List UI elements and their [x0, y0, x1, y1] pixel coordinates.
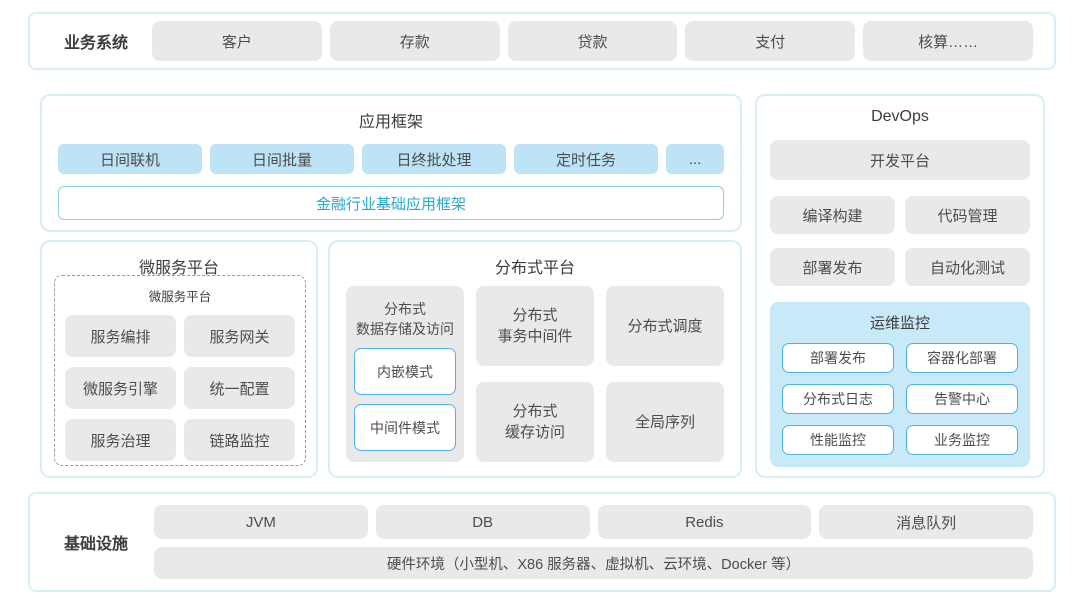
chip-redis: Redis — [597, 505, 812, 539]
chip-more: ... — [666, 144, 724, 174]
chip-service-governance: 服务治理 — [65, 419, 176, 461]
chip-distributed-log: 分布式日志 — [782, 384, 894, 414]
distributed-right-column: 分布式调度 全局序列 — [606, 286, 724, 462]
hardware-env-bar: 硬件环境（小型机、X86 服务器、虚拟机、云环境、Docker 等） — [154, 547, 1033, 579]
cell-distributed-cache: 分布式 缓存访问 — [476, 382, 594, 462]
chip-eod-batch: 日终批处理 — [362, 144, 506, 174]
runtime-modes-row: 日间联机 日间批量 日终批处理 定时任务 ... — [58, 144, 724, 174]
chip-service-orchestration: 服务编排 — [65, 315, 176, 357]
chip-deploy: 部署发布 — [770, 248, 895, 286]
business-systems-label: 业务系统 — [63, 35, 128, 52]
chip-alert-center: 告警中心 — [906, 384, 1018, 414]
app-framework-panel: 应用框架 日间联机 日间批量 日终批处理 定时任务 ... 金融行业基础应用框架 — [40, 94, 742, 232]
chip-service-gateway: 服务网关 — [184, 315, 295, 357]
microservice-grid: 服务编排 服务网关 微服务引擎 统一配置 服务治理 链路监控 — [65, 315, 295, 461]
chip-auto-test: 自动化测试 — [905, 248, 1030, 286]
app-framework-title: 应用框架 — [358, 114, 423, 131]
finance-base-framework-bar: 金融行业基础应用框架 — [58, 186, 724, 220]
ops-monitoring-grid: 部署发布 容器化部署 分布式日志 告警中心 性能监控 业务监控 — [782, 343, 1018, 455]
business-systems-bar: 业务系统 客户 存款 贷款 支付 核算…… — [28, 12, 1056, 70]
chip-embedded-mode: 内嵌模式 — [354, 348, 456, 396]
chip-jvm: JVM — [154, 505, 368, 539]
chip-deploy-release: 部署发布 — [782, 343, 894, 373]
chip-build: 编译构建 — [770, 196, 895, 234]
chip-container-deploy: 容器化部署 — [906, 343, 1018, 373]
ops-monitoring-panel: 运维监控 部署发布 容器化部署 分布式日志 告警中心 性能监控 业务监控 — [770, 302, 1030, 467]
microservice-platform-title: 微服务平台 — [138, 260, 219, 277]
microservice-inner-box: 微服务平台 服务编排 服务网关 微服务引擎 统一配置 服务治理 链路监控 — [54, 275, 306, 466]
infrastructure-bar: 基础设施 JVM DB Redis 消息队列 硬件环境（小型机、X86 服务器、… — [28, 492, 1056, 592]
cell-distributed-transaction: 分布式 事务中间件 — [476, 286, 594, 366]
cell-distributed-scheduler: 分布式调度 — [606, 286, 724, 366]
chip-code-mgmt: 代码管理 — [905, 196, 1030, 234]
chip-trace-monitor: 链路监控 — [184, 419, 295, 461]
infrastructure-label: 基础设施 — [63, 536, 128, 553]
distributed-platform-title: 分布式平台 — [494, 260, 575, 277]
chip-loan: 贷款 — [507, 21, 678, 61]
distributed-middle-column: 分布式 事务中间件 分布式 缓存访问 — [476, 286, 594, 462]
chip-daytime-online: 日间联机 — [58, 144, 202, 174]
chip-message-queue: 消息队列 — [819, 505, 1033, 539]
chip-biz-monitor: 业务监控 — [906, 425, 1018, 455]
cell-global-sequence: 全局序列 — [606, 382, 724, 462]
distributed-storage-label: 分布式 数据存储及访问 — [356, 301, 454, 337]
chip-payment: 支付 — [685, 21, 856, 61]
chip-deposit: 存款 — [329, 21, 500, 61]
chip-microservice-engine: 微服务引擎 — [65, 367, 176, 409]
chip-middleware-mode: 中间件模式 — [354, 404, 456, 452]
devops-title: DevOps — [871, 108, 929, 125]
ops-monitoring-title: 运维监控 — [869, 315, 930, 332]
devops-tools-grid: 编译构建 代码管理 部署发布 自动化测试 — [770, 196, 1030, 286]
chip-scheduled-task: 定时任务 — [514, 144, 658, 174]
distributed-grid: 分布式 数据存储及访问 内嵌模式 中间件模式 分布式 事务中间件 分布式 缓存访… — [346, 286, 724, 462]
infrastructure-content: JVM DB Redis 消息队列 硬件环境（小型机、X86 服务器、虚拟机、云… — [154, 505, 1033, 579]
microservice-platform-panel: 微服务平台 微服务平台 服务编排 服务网关 微服务引擎 统一配置 服务治理 链路… — [40, 240, 318, 478]
chip-unified-config: 统一配置 — [184, 367, 295, 409]
infrastructure-row: JVM DB Redis 消息队列 — [154, 505, 1033, 539]
chip-dev-platform: 开发平台 — [770, 140, 1030, 180]
microservice-inner-title: 微服务平台 — [148, 290, 212, 304]
distributed-platform-panel: 分布式平台 分布式 数据存储及访问 内嵌模式 中间件模式 分布式 事务中间件 分… — [328, 240, 742, 478]
devops-panel: DevOps 开发平台 编译构建 代码管理 部署发布 自动化测试 运维监控 部署… — [755, 94, 1045, 478]
chip-perf-monitor: 性能监控 — [782, 425, 894, 455]
chip-db: DB — [375, 505, 590, 539]
distributed-storage-box: 分布式 数据存储及访问 内嵌模式 中间件模式 — [346, 286, 464, 462]
chip-customer: 客户 — [152, 21, 322, 61]
chip-accounting-etc: 核算…… — [863, 21, 1033, 61]
chip-daytime-batch: 日间批量 — [210, 144, 354, 174]
